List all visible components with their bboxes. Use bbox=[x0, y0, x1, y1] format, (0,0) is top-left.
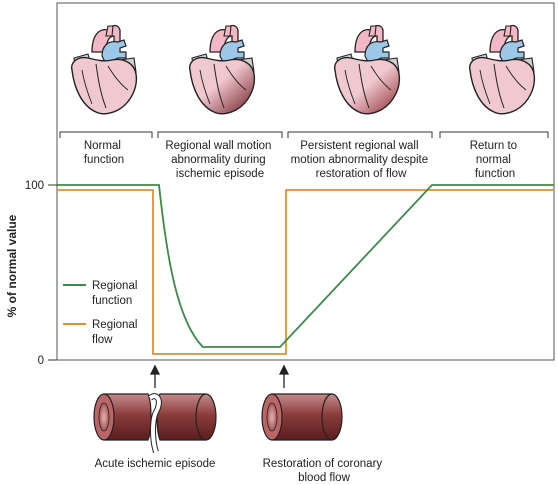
caption-ischemic-episode: Acute ischemic episode bbox=[95, 458, 216, 470]
arrow-ischemic-head bbox=[149, 364, 161, 375]
phase-label-ischemic: Regional wall motion abnormality during … bbox=[165, 140, 274, 180]
y-axis-title: % of normal value bbox=[5, 214, 19, 317]
arrow-restoration-head bbox=[278, 364, 290, 375]
regional-flow-line bbox=[57, 189, 554, 355]
heart-stunned-icon bbox=[333, 24, 401, 115]
legend-flow-label: Regional flow bbox=[92, 319, 141, 346]
legend-function-label: Regional function bbox=[92, 280, 141, 307]
caption-restoration: Restoration of coronary blood flow bbox=[263, 458, 386, 484]
phase-label-persistent: Persistent regional wall motion abnormal… bbox=[291, 140, 432, 180]
heart-normal-icon bbox=[70, 24, 138, 115]
phase-label-return: Return to normal function bbox=[470, 140, 521, 180]
regional-function-line bbox=[57, 184, 554, 348]
heart-recovered-icon bbox=[468, 24, 536, 115]
tick-label-100: 100 bbox=[25, 180, 44, 192]
phase-brackets bbox=[59, 131, 549, 138]
tick-label-0: 0 bbox=[38, 355, 44, 367]
open-artery-icon bbox=[261, 393, 343, 441]
heart-ischemic-icon bbox=[188, 24, 256, 115]
phase-label-normal: Normal function bbox=[84, 140, 124, 166]
occluded-artery-icon bbox=[93, 393, 217, 453]
plot-frame bbox=[56, 2, 555, 361]
